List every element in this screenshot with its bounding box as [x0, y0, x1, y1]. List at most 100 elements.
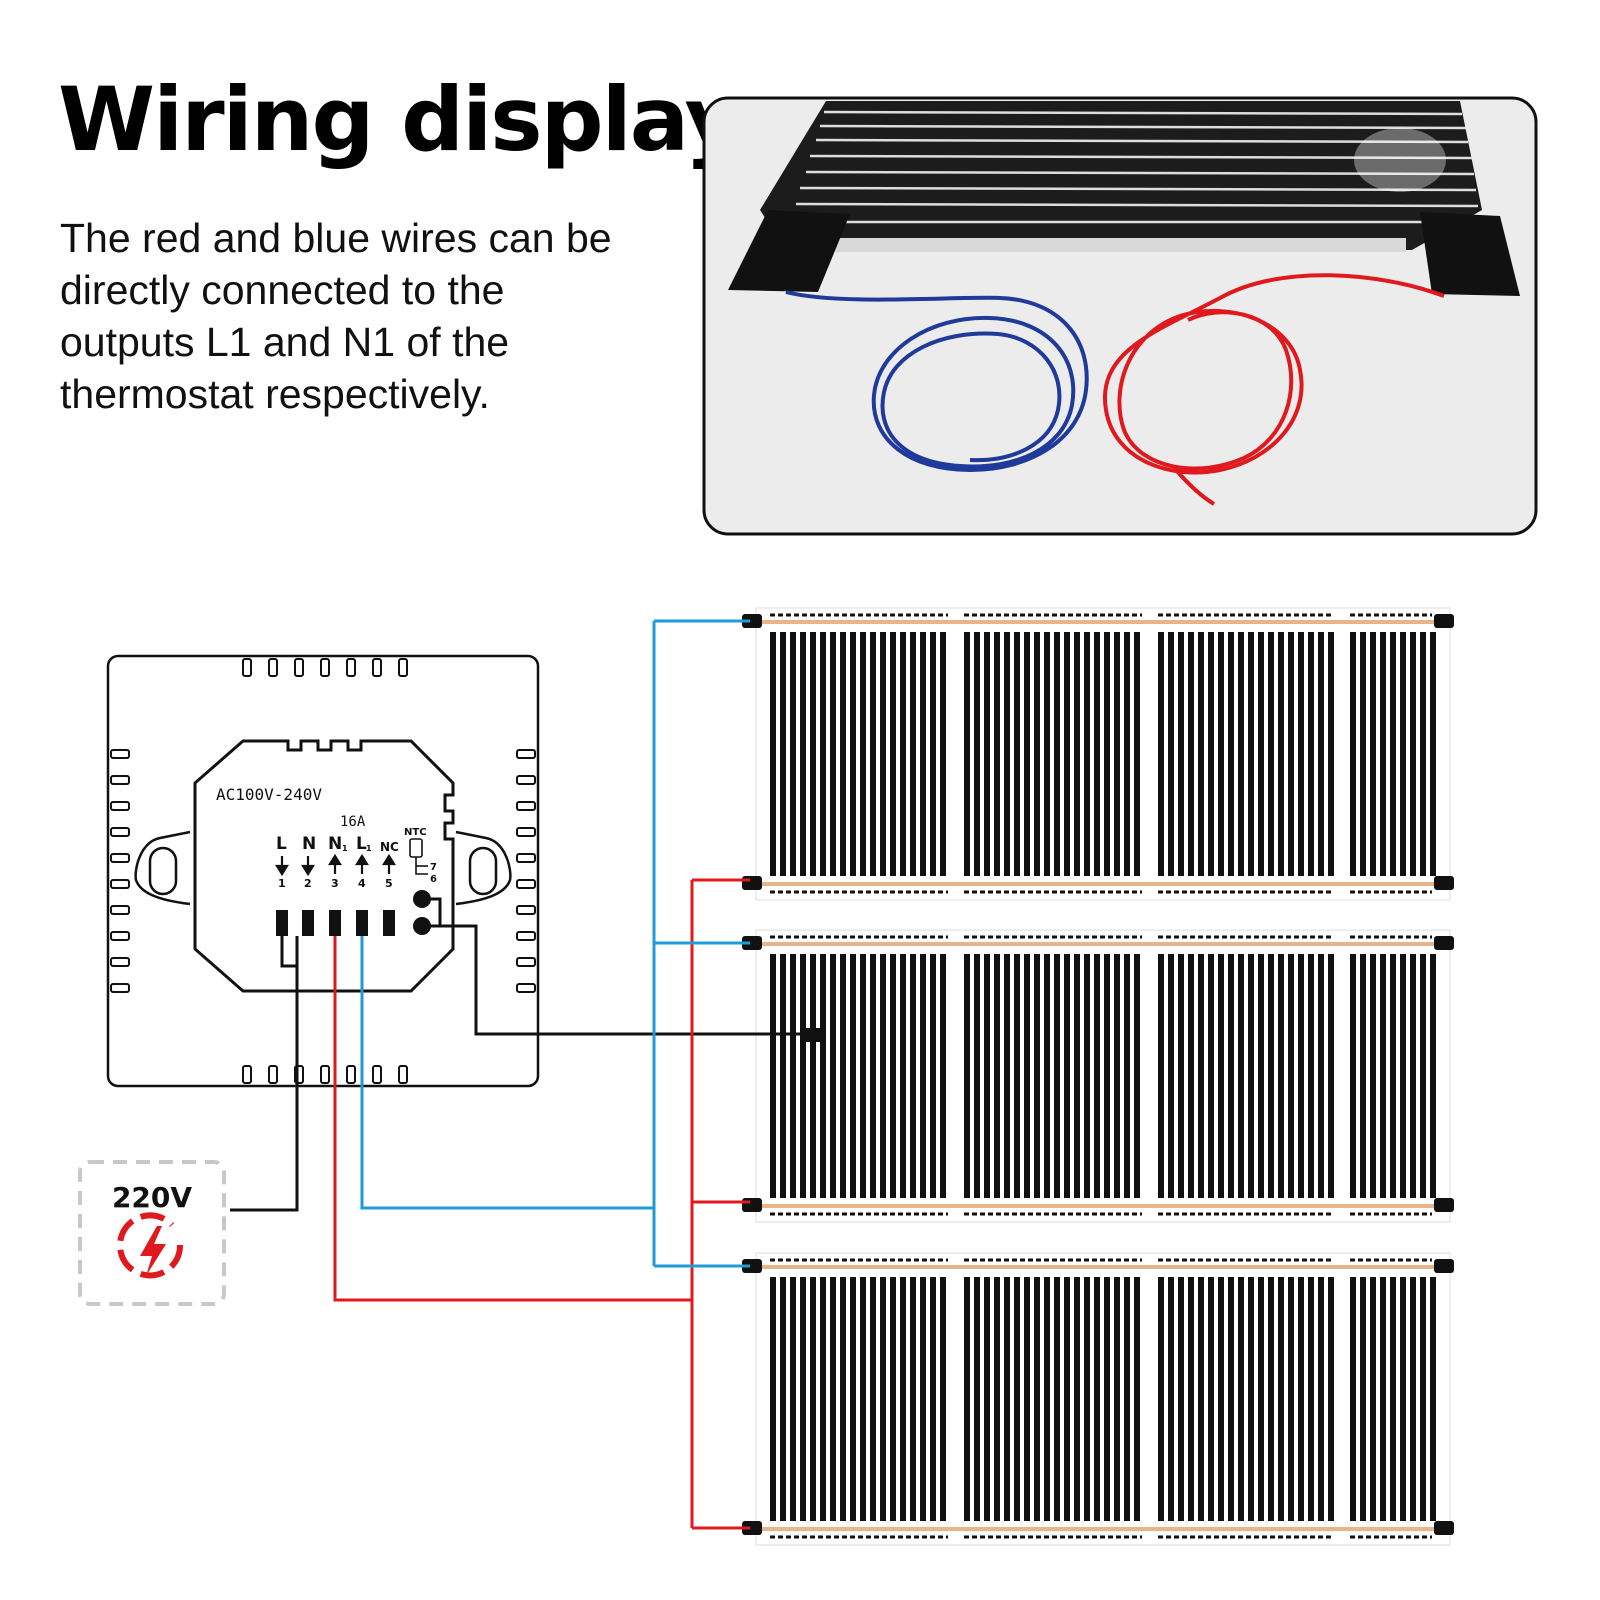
- carbon-stripe: [1248, 1277, 1254, 1521]
- ntc-sensor: [806, 1028, 826, 1042]
- carbon-stripe: [1188, 954, 1194, 1198]
- carbon-stripe: [1178, 954, 1184, 1198]
- carbon-stripe: [870, 954, 876, 1198]
- carbon-stripe: [1360, 1277, 1366, 1521]
- heating-film-photo: [702, 96, 1538, 536]
- panel-clamp: [742, 936, 762, 950]
- carbon-stripe: [1064, 632, 1070, 876]
- carbon-stripe: [940, 1277, 946, 1521]
- red-wire-bus: [690, 878, 750, 1530]
- carbon-stripe: [790, 954, 796, 1198]
- carbon-stripe: [1370, 1277, 1376, 1521]
- terminal-label-n: N: [302, 834, 316, 854]
- carbon-stripe: [1104, 632, 1110, 876]
- carbon-stripe: [880, 632, 886, 876]
- carbon-stripe: [1328, 632, 1334, 876]
- carbon-stripe: [1350, 1277, 1356, 1521]
- blue-wire-main: [360, 936, 654, 1210]
- carbon-stripe: [1054, 632, 1060, 876]
- terminal-sub-l1: 1: [366, 844, 372, 853]
- carbon-stripe: [1390, 954, 1396, 1198]
- carbon-stripe: [1430, 1277, 1436, 1521]
- carbon-stripe: [1014, 954, 1020, 1198]
- carbon-stripe: [964, 954, 970, 1198]
- carbon-stripe: [984, 1277, 990, 1521]
- terminal-label-l1: L: [356, 834, 367, 854]
- carbon-stripe: [1410, 632, 1416, 876]
- carbon-stripe: [1370, 954, 1376, 1198]
- carbon-stripe: [910, 632, 916, 876]
- carbon-stripe: [850, 1277, 856, 1521]
- carbon-stripe: [1074, 954, 1080, 1198]
- terminal-num-5: 5: [385, 877, 393, 890]
- carbon-stripe: [1064, 1277, 1070, 1521]
- carbon-stripe: [1430, 954, 1436, 1198]
- film-connector-left: [728, 210, 850, 292]
- black-wire-ntc: [422, 897, 810, 1036]
- carbon-stripe: [1114, 1277, 1120, 1521]
- carbon-stripe: [1114, 954, 1120, 1198]
- carbon-stripe: [994, 1277, 1000, 1521]
- terminal-num-4: 4: [358, 877, 366, 890]
- carbon-stripe: [1278, 632, 1284, 876]
- carbon-stripe: [1298, 1277, 1304, 1521]
- carbon-stripe: [1318, 1277, 1324, 1521]
- carbon-stripe: [1298, 954, 1304, 1198]
- carbon-stripe: [974, 954, 980, 1198]
- carbon-stripe: [1004, 632, 1010, 876]
- page-title: Wiring display: [58, 68, 742, 171]
- carbon-stripe: [1328, 1277, 1334, 1521]
- carbon-stripe: [820, 632, 826, 876]
- carbon-stripe: [920, 1277, 926, 1521]
- carbon-stripe: [840, 632, 846, 876]
- terminal-arrows: [275, 853, 396, 877]
- description-line: thermostat respectively.: [60, 371, 490, 417]
- carbon-stripe: [800, 954, 806, 1198]
- vent-slots-right: [516, 749, 536, 993]
- panel-clamp: [742, 1259, 762, 1273]
- carbon-stripe: [1298, 632, 1304, 876]
- carbon-stripe: [820, 1277, 826, 1521]
- carbon-stripe: [1248, 954, 1254, 1198]
- carbon-stripe: [910, 954, 916, 1198]
- carbon-stripe: [1198, 1277, 1204, 1521]
- carbon-stripe: [920, 632, 926, 876]
- terminal-sub-n1: 1: [342, 844, 348, 853]
- film-stripes: [790, 110, 1479, 224]
- carbon-stripe: [1350, 954, 1356, 1198]
- carbon-stripe: [870, 1277, 876, 1521]
- carbon-stripe: [780, 632, 786, 876]
- carbon-stripe: [1208, 632, 1214, 876]
- carbon-stripe: [1228, 632, 1234, 876]
- carbon-stripe: [1420, 632, 1426, 876]
- carbon-stripe: [1178, 632, 1184, 876]
- carbon-stripe: [810, 954, 816, 1198]
- carbon-stripe: [1288, 1277, 1294, 1521]
- carbon-stripe: [1134, 1277, 1140, 1521]
- carbon-stripe: [930, 954, 936, 1198]
- carbon-stripe: [870, 632, 876, 876]
- carbon-stripe: [900, 632, 906, 876]
- carbon-stripe: [790, 632, 796, 876]
- power-source: 220V: [78, 1160, 226, 1306]
- carbon-stripe: [850, 954, 856, 1198]
- carbon-stripe: [1208, 954, 1214, 1198]
- panel-clamp: [742, 614, 762, 628]
- carbon-stripe: [1318, 954, 1324, 1198]
- carbon-stripe: [1268, 954, 1274, 1198]
- terminal-num-2: 2: [304, 877, 312, 890]
- carbon-stripe: [1258, 954, 1264, 1198]
- current-label: 16A: [340, 814, 366, 830]
- carbon-stripe: [1014, 1277, 1020, 1521]
- carbon-stripe: [1024, 632, 1030, 876]
- carbon-stripe: [880, 954, 886, 1198]
- carbon-stripe: [984, 632, 990, 876]
- terminal-num-3: 3: [331, 877, 339, 890]
- panel-clamp: [1434, 1521, 1454, 1535]
- description: The red and blue wires can be directly c…: [60, 212, 640, 420]
- carbon-stripe: [1238, 954, 1244, 1198]
- carbon-stripe: [860, 954, 866, 1198]
- carbon-stripe: [1134, 632, 1140, 876]
- carbon-stripe: [964, 1277, 970, 1521]
- terminal-num-1: 1: [278, 877, 286, 890]
